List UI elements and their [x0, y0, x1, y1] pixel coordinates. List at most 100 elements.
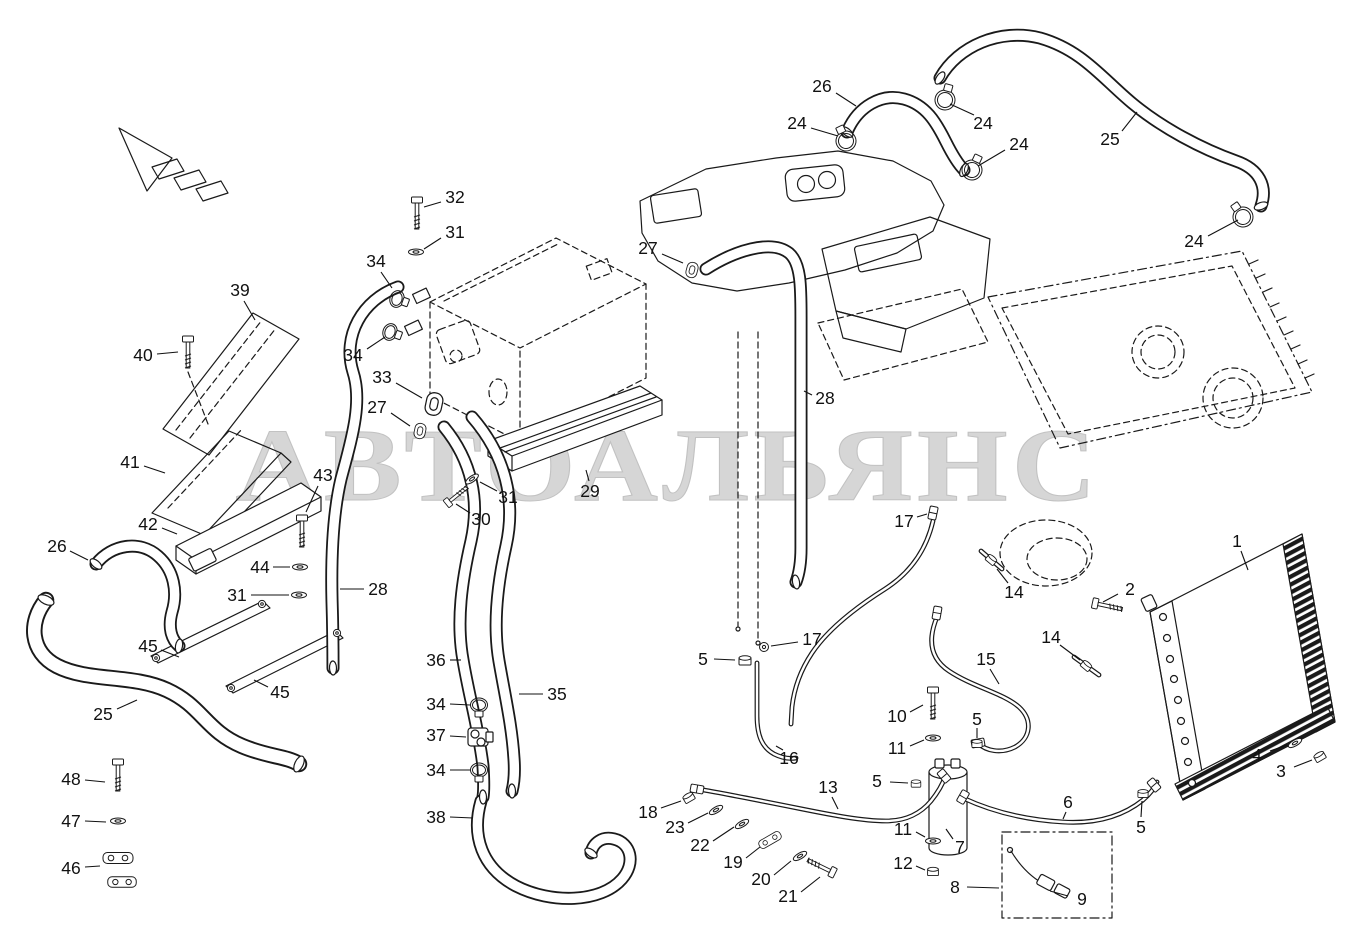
callout-24: 24 — [977, 134, 1029, 167]
blower-motor-drawing — [999, 519, 1093, 587]
callout-33: 33 — [372, 367, 423, 399]
callout-31: 31 — [479, 481, 518, 507]
callout-30: 30 — [455, 503, 491, 529]
svg-text:45: 45 — [270, 682, 289, 702]
callout-47: 47 — [61, 811, 107, 831]
callout-34: 34 — [366, 251, 393, 289]
callout-28: 28 — [340, 579, 388, 599]
callout-29: 29 — [580, 469, 600, 501]
callout-13: 13 — [818, 777, 839, 810]
callout-45: 45 — [138, 636, 180, 658]
callout-26: 26 — [47, 536, 89, 561]
svg-text:32: 32 — [445, 187, 464, 207]
svg-text:17: 17 — [894, 511, 913, 531]
callout-3: 3 — [1276, 759, 1313, 781]
svg-text:48: 48 — [61, 769, 80, 789]
svg-text:27: 27 — [638, 238, 657, 258]
callout-34: 34 — [426, 760, 470, 780]
callout-24: 24 — [1184, 219, 1239, 251]
svg-text:25: 25 — [93, 704, 112, 724]
hose-bracket-37 — [467, 727, 494, 747]
callout-25: 25 — [1100, 111, 1138, 149]
fasteners-drawing — [102, 81, 1327, 888]
svg-text:17: 17 — [802, 629, 821, 649]
svg-text:14: 14 — [1004, 582, 1024, 602]
svg-text:29: 29 — [580, 481, 599, 501]
callout-43: 43 — [305, 465, 333, 513]
svg-text:6: 6 — [1063, 792, 1073, 812]
callout-46: 46 — [61, 858, 101, 878]
svg-text:23: 23 — [665, 817, 684, 837]
svg-text:42: 42 — [138, 514, 157, 534]
svg-text:1: 1 — [1232, 531, 1242, 551]
svg-text:35: 35 — [547, 684, 566, 704]
callout-17: 17 — [894, 511, 928, 531]
svg-text:24: 24 — [1184, 231, 1204, 251]
pressure-sensor-drawing — [1001, 831, 1113, 919]
svg-text:45: 45 — [138, 636, 157, 656]
callout-8: 8 — [950, 877, 1000, 897]
callout-28: 28 — [803, 388, 835, 408]
svg-text:24: 24 — [1009, 134, 1029, 154]
callout-25: 25 — [93, 699, 138, 724]
svg-text:5: 5 — [872, 771, 882, 791]
callout-37: 37 — [426, 725, 467, 745]
callout-42: 42 — [138, 514, 178, 535]
callout-22: 22 — [690, 826, 735, 855]
svg-text:8: 8 — [950, 877, 960, 897]
callout-15: 15 — [976, 649, 1000, 685]
svg-text:37: 37 — [426, 725, 445, 745]
callout-26: 26 — [812, 76, 857, 107]
svg-text:15: 15 — [976, 649, 995, 669]
svg-text:9: 9 — [1077, 889, 1087, 909]
callout-32: 32 — [423, 187, 465, 208]
ac-lines-drawing — [689, 521, 1162, 822]
callout-1: 1 — [1232, 531, 1249, 571]
svg-text:10: 10 — [887, 706, 907, 726]
callout-48: 48 — [61, 769, 106, 789]
svg-text:18: 18 — [638, 802, 657, 822]
svg-text:30: 30 — [471, 509, 491, 529]
svg-text:19: 19 — [723, 852, 742, 872]
svg-text:34: 34 — [426, 694, 446, 714]
svg-text:40: 40 — [133, 345, 153, 365]
dashboard-panels-drawing — [639, 150, 1315, 646]
svg-text:12: 12 — [893, 853, 912, 873]
direction-arrow-icon — [118, 127, 229, 202]
svg-text:22: 22 — [690, 835, 709, 855]
callout-5: 5 — [972, 709, 982, 738]
svg-text:5: 5 — [1136, 817, 1146, 837]
svg-text:24: 24 — [787, 113, 807, 133]
svg-text:16: 16 — [779, 748, 798, 768]
callout-9: 9 — [1049, 889, 1087, 909]
svg-text:2: 2 — [1125, 579, 1135, 599]
callout-36: 36 — [426, 650, 461, 670]
svg-text:41: 41 — [120, 452, 139, 472]
air-duct-panels-drawing — [150, 312, 344, 694]
callout-20: 20 — [751, 860, 792, 889]
svg-text:31: 31 — [498, 487, 517, 507]
callout-6: 6 — [1062, 792, 1073, 820]
callout-18: 18 — [638, 800, 682, 822]
callout-2: 2 — [1102, 579, 1135, 603]
svg-text:47: 47 — [61, 811, 80, 831]
callout-14: 14 — [1041, 627, 1081, 661]
callout-41: 41 — [120, 452, 166, 474]
callout-12: 12 — [893, 853, 926, 873]
callout-21: 21 — [778, 876, 821, 906]
svg-text:14: 14 — [1041, 627, 1061, 647]
condenser-drawing — [1140, 533, 1336, 801]
callout-5: 5 — [1136, 800, 1146, 837]
callout-10: 10 — [887, 704, 924, 726]
svg-text:33: 33 — [372, 367, 391, 387]
svg-text:24: 24 — [973, 113, 993, 133]
svg-text:31: 31 — [227, 585, 246, 605]
svg-text:44: 44 — [250, 557, 270, 577]
callout-19: 19 — [723, 846, 761, 872]
svg-text:11: 11 — [894, 819, 912, 839]
svg-text:26: 26 — [812, 76, 831, 96]
callout-44: 44 — [250, 557, 290, 577]
svg-text:25: 25 — [1100, 129, 1119, 149]
svg-text:28: 28 — [368, 579, 387, 599]
